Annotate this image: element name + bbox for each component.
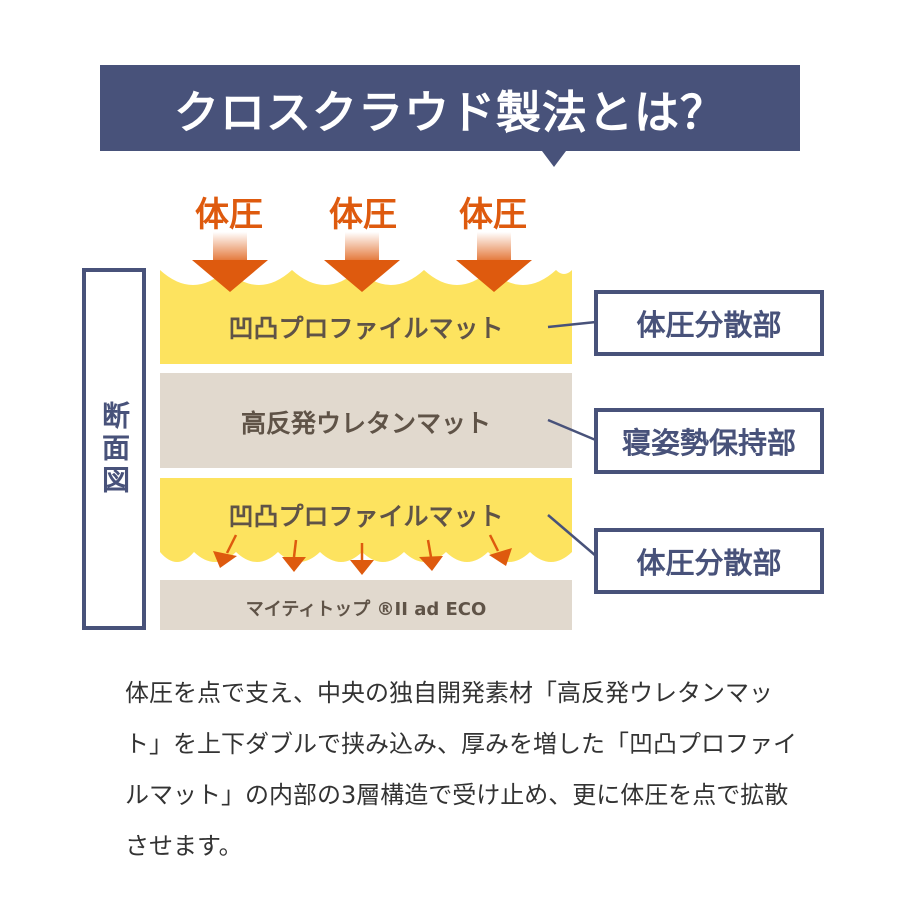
callout-dispersion-top: 体圧分散部 [594,290,824,356]
pressure-label-3: 体圧 [459,195,527,235]
bottom-profile-layer [160,478,572,562]
section-label: 断面図 [98,401,131,497]
description-text: 体圧を点で支え、中央の独自開発素材「高反発ウレタンマット」を上下ダブルで挟み込み… [125,679,797,860]
connector-line-2 [547,418,599,443]
dispersion-arrow-1 [213,534,238,568]
pressure-label-2: 体圧 [329,195,397,235]
pressure-arrow-3 [456,232,532,292]
section-label-box: 断面図 [82,268,146,630]
title-banner: クロスクラウド製法とは？ [100,65,800,167]
urethane-layer [160,373,572,468]
page-title: クロスクラウド製法とは？ [173,85,726,139]
pressure-arrow-2 [324,232,400,292]
callout-posture-support: 寝姿勢保持部 [594,408,824,474]
pressure-arrow-1 [192,232,268,292]
dispersion-arrow-5 [488,534,512,566]
connector-line-1 [547,320,597,329]
dispersion-arrow-3 [350,543,374,575]
layer-label-base: マイティトップ ®II ad ECO [245,599,487,620]
dispersion-arrow-4 [419,539,443,571]
top-profile-layer [160,270,572,364]
dispersion-arrow-2 [282,539,306,572]
callout-dispersion-bottom: 体圧分散部 [594,528,824,594]
layer-label-top: 凹凸プロファイルマット [228,314,504,343]
layer-label-middle: 高反発ウレタンマット [240,409,491,438]
connector-line-3 [547,514,597,557]
layer-label-bottom: 凹凸プロファイルマット [228,502,504,531]
pressure-label-1: 体圧 [195,195,263,235]
base-layer [160,580,572,630]
